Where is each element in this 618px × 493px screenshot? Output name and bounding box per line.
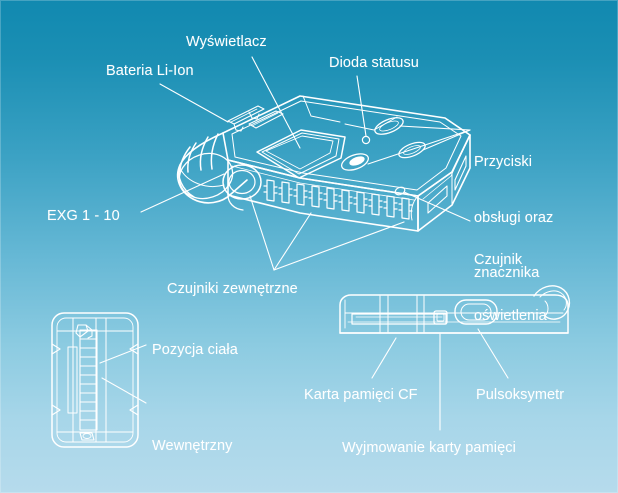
label-wyswietlacz: Wyświetlacz (186, 34, 267, 50)
label-pozycja-ciala: Pozycja ciała (152, 342, 238, 358)
label-przyciski-line-3: znacznika (474, 265, 540, 281)
label-bateria-li-ion: Bateria Li-Ion (106, 63, 194, 79)
label-wewnetrzny-czujnik: Wewnętrzny czujnik ruchów oddechowych (152, 400, 249, 493)
label-pulsoksymetr: Pulsoksymetr (476, 387, 565, 403)
exg-connector-slots (263, 179, 413, 220)
label-karta-pamieci-cf: Karta pamięci CF (304, 387, 418, 403)
label-czujnik-oswietlenia-line-2: oświetlenia (474, 307, 547, 324)
label-dioda-statusu: Dioda statusu (329, 55, 419, 71)
label-czujniki-zewnetrzne: Czujniki zewnętrzne (167, 281, 298, 297)
label-exg: EXG 1 - 10 (47, 208, 120, 224)
label-czujnik-oswietlenia: Czujnik oświetlenia (474, 214, 547, 362)
label-wewnetrzny-line-1: Wewnętrzny (152, 438, 233, 454)
leader-lines (99, 56, 509, 431)
label-przyciski-line-1: Przyciski (474, 154, 533, 170)
label-wyjmowanie-karty: Wyjmowanie karty pamięci (342, 440, 516, 456)
label-przyciski-obslugi: Przyciski obsługi oraz znacznika (474, 116, 553, 320)
label-czujnik-oswietlenia-line-1: Czujnik (474, 252, 523, 268)
front-view-drawing (51, 312, 139, 448)
side-view-drawing (339, 285, 571, 334)
label-przyciski-line-2: obsługi oraz (474, 209, 554, 226)
